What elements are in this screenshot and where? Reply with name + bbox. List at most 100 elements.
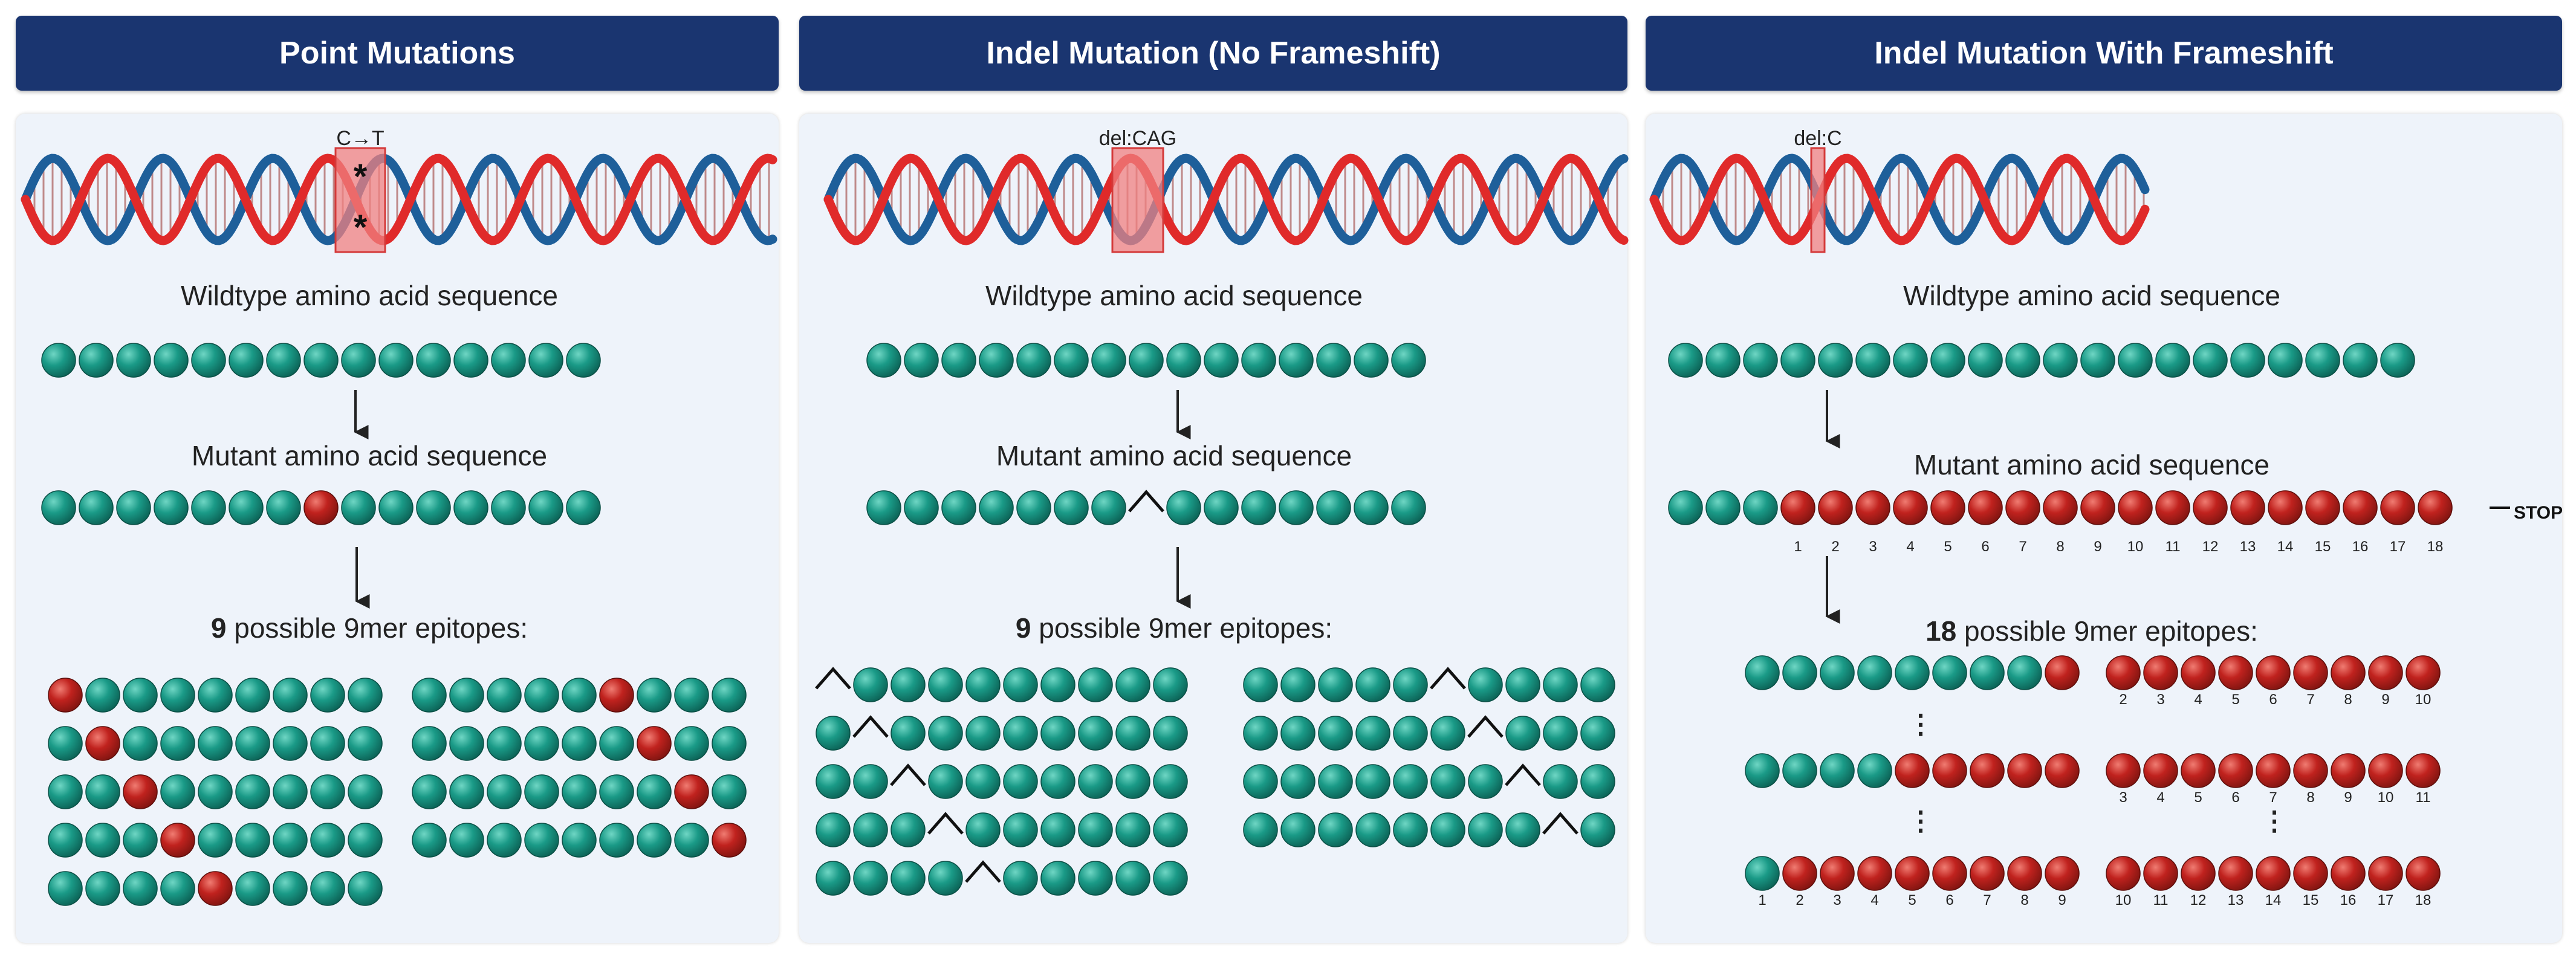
wildtype-residue [1016, 343, 1051, 378]
wildtype-residue [2043, 343, 2078, 378]
epitope-residue [1970, 856, 2005, 891]
epitope-residue [198, 871, 233, 906]
epitope-residue [449, 726, 484, 761]
mutant-sequence-residue [1968, 490, 2003, 525]
epitope-residue [1580, 667, 1615, 702]
wildtype-residue [2080, 343, 2115, 378]
epitope-residue [1468, 764, 1503, 799]
wildtype-residue [1354, 343, 1389, 378]
epitope-residue [449, 823, 484, 858]
epitope-residue [1280, 667, 1316, 702]
dna-strand-1 [21, 154, 777, 245]
residue-number: 9 [2381, 691, 2389, 708]
epitope-residue [674, 726, 709, 761]
epitope-residue [1782, 655, 1817, 690]
epitope-residue [1580, 764, 1615, 799]
wildtype-residue [341, 343, 376, 378]
epitope-residue [2406, 655, 2441, 690]
epitope-residue [1040, 716, 1075, 751]
epitope-residue [674, 678, 709, 713]
mutant-sequence-residue [491, 490, 526, 525]
residue-number: 4 [2156, 789, 2164, 806]
epitope-residue [965, 764, 1001, 799]
epitope-residue [2368, 753, 2403, 788]
epitope-residue [273, 678, 308, 713]
epitope-residue [2143, 856, 2178, 891]
dna-blue-strand [21, 154, 777, 245]
epitope-residue [1745, 856, 1780, 891]
epitope-residue [1505, 716, 1540, 751]
epitope-residue [712, 678, 747, 713]
mutant-sequence-residue [303, 490, 339, 525]
epitope-residue [48, 726, 83, 761]
indel-no-frameshift-panel [799, 114, 1627, 943]
epitope-residue [1970, 753, 2005, 788]
mutant-sequence-residue [1316, 490, 1351, 525]
mutant-sequence-residue [1391, 490, 1426, 525]
wildtype-residue [2230, 343, 2265, 378]
mutant-sequence-residue [2230, 490, 2265, 525]
epitope-residue [123, 823, 158, 858]
residue-number: 4 [2194, 691, 2202, 708]
residue-number: 10 [2127, 539, 2144, 555]
deletion-mark [890, 763, 926, 786]
wildtype-label-1: Wildtype amino acid sequence [181, 280, 558, 311]
epitope-residue [2007, 655, 2042, 690]
ellipsis-right: ⋮ [2261, 806, 2288, 836]
residue-number: 7 [2306, 691, 2314, 708]
epitope-residue [1040, 861, 1075, 896]
epitope-residue [1280, 716, 1316, 751]
epitope-residue [1243, 716, 1278, 751]
epitope-residue [85, 871, 120, 906]
residue-number: 12 [2202, 539, 2219, 555]
dna-blue-strand [823, 154, 1629, 245]
wildtype-residue [1091, 343, 1126, 378]
epitope-residue [123, 774, 158, 809]
residue-number: 2 [2119, 691, 2127, 708]
epitope-residue [1468, 812, 1503, 847]
epitope-residue [2293, 655, 2328, 690]
epitope-residue [637, 678, 672, 713]
residue-number: 15 [2315, 539, 2331, 555]
residue-number: 5 [2194, 789, 2202, 806]
epitope-residue [85, 726, 120, 761]
residue-number: 9 [2094, 539, 2101, 555]
epitope-residue [198, 678, 233, 713]
epitope-residue [1280, 812, 1316, 847]
wildtype-residue [2005, 343, 2040, 378]
epitope-residue [1243, 667, 1278, 702]
residue-number: 13 [2240, 539, 2256, 555]
epitope-residue [1318, 812, 1353, 847]
epitope-residue [2045, 856, 2080, 891]
mutant-sequence-residue [1743, 490, 1778, 525]
residue-number: 3 [2119, 789, 2127, 806]
ellipsis-left-2: ⋮ [1907, 806, 1934, 836]
mutant-sequence-residue [341, 490, 376, 525]
residue-number: 6 [1981, 539, 1989, 555]
wildtype-residue [79, 343, 114, 378]
epitope-residue [1932, 753, 1967, 788]
epitope-residue [1003, 861, 1038, 896]
epitope-residue [1857, 753, 1892, 788]
epitope-residue [1078, 861, 1113, 896]
epitope-residue [1318, 667, 1353, 702]
epitope-residue [1745, 753, 1780, 788]
epitope-residue [160, 726, 195, 761]
dna-strand-2 [823, 154, 1629, 245]
epitope-residue [273, 726, 308, 761]
epitope-heading-2: 9 possible 9mer epitopes: [1016, 612, 1332, 644]
epitope-residue [2331, 856, 2366, 891]
epitope-residue [1003, 812, 1038, 847]
epitope-residue [235, 678, 270, 713]
epitope-residue [524, 774, 559, 809]
epitope-residue [1153, 812, 1188, 847]
epitope-residue [928, 667, 963, 702]
wildtype-residue [1204, 343, 1239, 378]
epitope-residue [2143, 753, 2178, 788]
epitope-heading-1: 9 possible 9mer epitopes: [211, 612, 528, 644]
mutation-label-3: del:C [1794, 127, 1841, 150]
epitope-residue [2045, 655, 2080, 690]
dna-red-strand [21, 154, 777, 245]
residue-number: 6 [2231, 789, 2239, 806]
wildtype-residue [2268, 343, 2303, 378]
